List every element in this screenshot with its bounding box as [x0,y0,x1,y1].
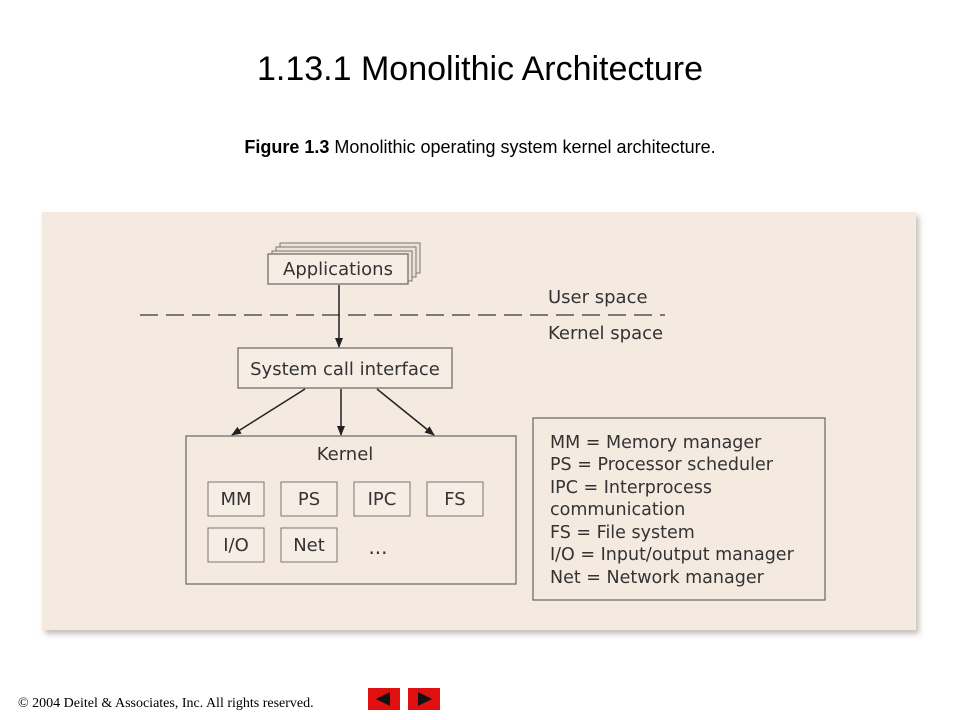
legend-box [532,417,826,601]
next-slide-button[interactable] [408,688,440,710]
applications-box [267,253,409,285]
figure-number: Figure 1.3 [244,137,330,157]
legend-entry: IPC = Interprocess [550,478,712,498]
user-space-label: User space [548,287,648,308]
module-ipc-box [353,481,411,517]
module-ps-label: PS [298,489,320,510]
arrow-left-icon [376,692,390,706]
module-mm-box [207,481,265,517]
kernel-box [185,435,517,585]
legend-entry: MM = Memory manager [550,433,762,453]
figure-caption-text: Monolithic operating system kernel archi… [329,137,716,157]
legend-entry: FS = File system [550,523,695,543]
legend-entry: I/O = Input/output manager [550,545,795,565]
module-fs-label: FS [444,489,465,510]
module-mm-label: MM [220,489,251,510]
syscall-interface-label: System call interface [250,359,440,380]
module-io-label: I/O [223,535,249,556]
applications-stack [267,242,421,285]
module-io-box [207,527,265,563]
legend-entry: Net = Network manager [550,568,765,588]
syscall-interface-box [237,347,453,389]
previous-slide-button[interactable] [368,688,400,710]
module-ps-box [280,481,338,517]
module-net-box [280,527,338,563]
module-fs-box [426,481,484,517]
slide-title: 1.13.1 Monolithic Architecture [256,50,704,88]
arrow-syscall-right [376,388,435,436]
legend-entry: communication [550,500,685,520]
module-ipc-label: IPC [368,489,397,510]
diagram-panel [42,212,916,630]
arrow-syscall-left [231,388,306,436]
kernel-space-label: Kernel space [548,323,663,344]
legend-entries: MM = Memory manager PS = Processor sched… [550,433,795,588]
module-net-label: Net [293,535,325,556]
arrow-right-icon [418,692,432,706]
copyright-footer: © 2004 Deitel & Associates, Inc. All rig… [18,696,314,711]
legend-entry: PS = Processor scheduler [550,455,774,475]
module-more-ellipsis: ... [368,535,387,559]
applications-label: Applications [283,259,393,280]
figure-caption: Figure 1.3 Monolithic operating system k… [0,137,960,158]
kernel-label: Kernel [317,444,374,465]
